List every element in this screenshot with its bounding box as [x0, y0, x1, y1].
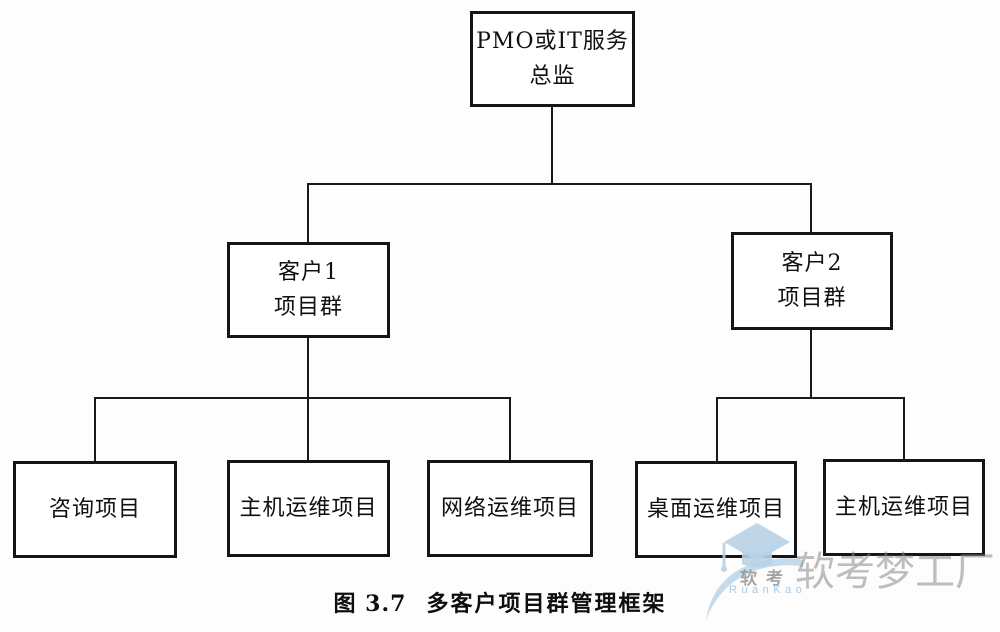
- node-consulting-project: 咨询项目: [13, 461, 177, 558]
- node-pmo-it-director: PMO或IT服务 总监: [470, 11, 635, 107]
- figure-number: 图 3.7: [333, 591, 407, 617]
- node-customer2-program: 客户2 项目群: [731, 232, 893, 330]
- connector-root-down: [551, 107, 553, 184]
- connector-desktop-up: [716, 397, 718, 462]
- connector-host2-up: [903, 397, 905, 460]
- figure-title: 多客户项目群管理框架: [426, 591, 667, 617]
- connector-host1-up: [307, 397, 309, 461]
- connector-consulting-up: [94, 397, 96, 462]
- connector-customer2-down: [810, 330, 812, 399]
- figure-caption: 图 3.7 多客户项目群管理框架: [0, 586, 1000, 618]
- node-desktop-om-project: 桌面运维项目: [635, 461, 797, 558]
- node-network-om-project: 网络运维项目: [427, 460, 593, 557]
- connector-customer2-horizontal: [716, 397, 905, 399]
- connector-customer1-up: [307, 183, 309, 243]
- node-host-om-project-1: 主机运维项目: [227, 460, 390, 557]
- node-host-om-project-2: 主机运维项目: [823, 459, 985, 556]
- node-customer1-program: 客户1 项目群: [227, 242, 390, 338]
- connector-customer1-down: [307, 338, 309, 399]
- connector-level1-horizontal: [307, 183, 812, 185]
- connector-customer2-up: [810, 183, 812, 233]
- connector-network-up: [509, 397, 511, 461]
- connector-customer1-horizontal: [94, 397, 511, 399]
